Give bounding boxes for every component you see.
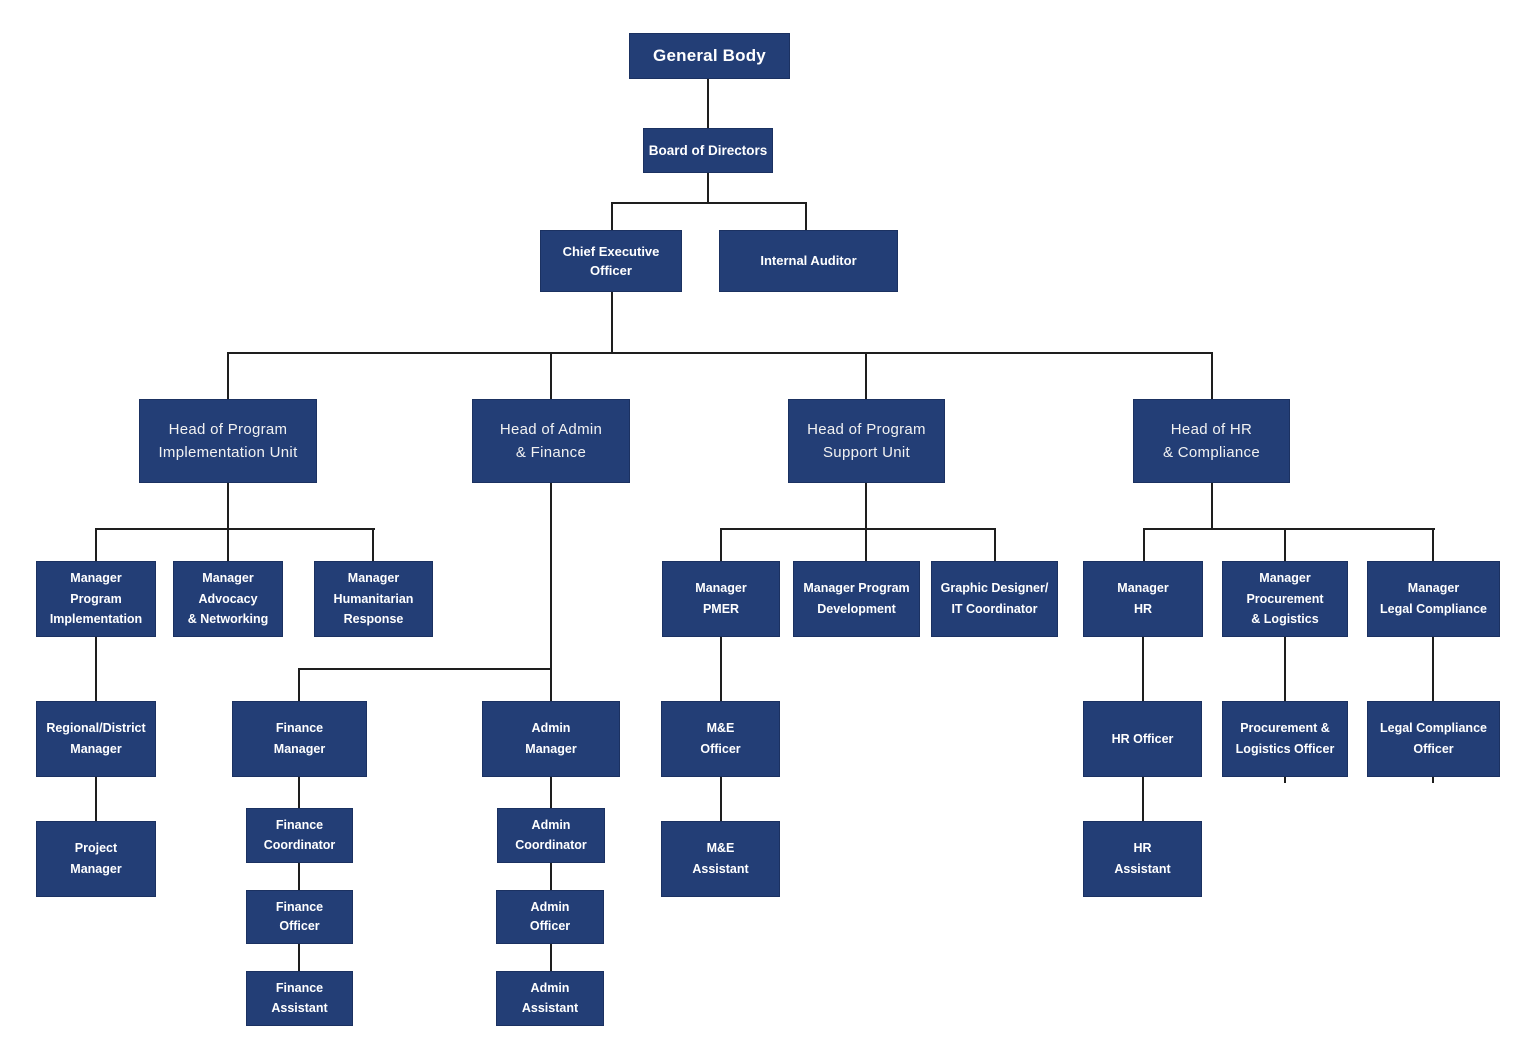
org-node-general-body: General Body xyxy=(629,33,790,79)
org-node-me-assistant: M&E Assistant xyxy=(661,821,780,897)
org-node-board-of-directors: Board of Directors xyxy=(643,128,773,173)
org-node-finance-manager: Finance Manager xyxy=(232,701,367,777)
connector-lc-officer-stub xyxy=(1432,777,1434,783)
connector-head1-stub xyxy=(227,483,229,529)
connector-ceo-stub xyxy=(611,292,613,353)
org-node-finance-assistant: Finance Assistant xyxy=(246,971,353,1026)
connector-mgrpi-to-regional xyxy=(95,637,97,701)
connector-pmer-to-me-officer xyxy=(720,637,722,701)
org-node-legal-compliance-officer: Legal Compliance Officer xyxy=(1367,701,1500,777)
org-node-head-admin-finance: Head of Admin & Finance xyxy=(472,399,630,483)
org-node-procurement-logistics-officer: Procurement & Logistics Officer xyxy=(1222,701,1348,777)
org-node-admin-assistant: Admin Assistant xyxy=(496,971,604,1026)
org-node-admin-manager: Admin Manager xyxy=(482,701,620,777)
org-node-graphic-designer-it-coordinator: Graphic Designer/ IT Coordinator xyxy=(931,561,1058,637)
connector-to-mgr-program-impl xyxy=(95,529,97,561)
connector-to-head-program-support xyxy=(865,353,867,399)
connector-head3-to-mgr-program-dev xyxy=(865,483,867,561)
connector-me-officer-to-assistant xyxy=(720,777,722,821)
connector-admofficer-to-assistant xyxy=(550,944,552,971)
org-node-manager-program-development: Manager Program Development xyxy=(793,561,920,637)
connector-to-mgr-advocacy xyxy=(227,529,229,561)
org-node-hr-assistant: HR Assistant xyxy=(1083,821,1202,897)
connector-head3-branch xyxy=(720,528,996,530)
org-node-manager-legal-compliance: Manager Legal Compliance xyxy=(1367,561,1500,637)
org-node-finance-coordinator: Finance Coordinator xyxy=(246,808,353,863)
org-node-head-program-implementation-unit: Head of Program Implementation Unit xyxy=(139,399,317,483)
connector-to-ceo xyxy=(611,203,613,231)
connector-board-stub xyxy=(707,173,709,203)
org-node-manager-humanitarian-response: Manager Humanitarian Response xyxy=(314,561,433,637)
connector-to-graphic-designer xyxy=(994,529,996,561)
connector-mgrhr-to-hr-officer xyxy=(1142,637,1144,701)
connector-to-mgr-procurement xyxy=(1284,529,1286,561)
org-node-manager-procurement-logistics: Manager Procurement & Logistics xyxy=(1222,561,1348,637)
org-node-admin-coordinator: Admin Coordinator xyxy=(497,808,605,863)
org-node-admin-officer: Admin Officer xyxy=(496,890,604,944)
connector-to-head-program-impl xyxy=(227,353,229,399)
connector-to-mgr-humanitarian xyxy=(372,529,374,561)
connector-head1-branch xyxy=(95,528,375,530)
connector-finmgr-to-coordinator xyxy=(298,777,300,808)
connector-procurement-to-officer xyxy=(1284,637,1286,701)
org-node-me-officer: M&E Officer xyxy=(661,701,780,777)
connector-board-branch xyxy=(611,202,807,204)
connector-to-finance-manager xyxy=(298,669,300,701)
connector-heads-branch xyxy=(227,352,1213,354)
org-node-chief-executive-officer: Chief Executive Officer xyxy=(540,230,682,292)
connector-admmgr-to-coordinator xyxy=(550,777,552,808)
org-node-manager-hr: Manager HR xyxy=(1083,561,1203,637)
connector-to-mgr-hr xyxy=(1143,529,1145,561)
org-node-head-program-support-unit: Head of Program Support Unit xyxy=(788,399,945,483)
org-node-internal-auditor: Internal Auditor xyxy=(719,230,898,292)
org-node-head-hr-compliance: Head of HR & Compliance xyxy=(1133,399,1290,483)
connector-regional-to-project xyxy=(95,777,97,821)
connector-head4-branch xyxy=(1143,528,1435,530)
connector-to-head-admin-finance xyxy=(550,353,552,399)
connector-generalbody-board xyxy=(707,79,709,128)
connector-to-mgr-legal xyxy=(1432,529,1434,561)
org-node-manager-pmer: Manager PMER xyxy=(662,561,780,637)
connector-head4-stub xyxy=(1211,483,1213,529)
connector-pl-officer-stub xyxy=(1284,777,1286,783)
org-node-manager-program-implementation: Manager Program Implementation xyxy=(36,561,156,637)
connector-legal-to-officer xyxy=(1432,637,1434,701)
org-node-regional-district-manager: Regional/District Manager xyxy=(36,701,156,777)
connector-head2-to-admin-manager xyxy=(550,483,552,701)
connector-admcoord-to-officer xyxy=(550,863,552,890)
connector-head2-branch xyxy=(298,668,552,670)
connector-to-head-hr-compliance xyxy=(1211,353,1213,399)
connector-to-internal-auditor xyxy=(805,203,807,231)
connector-to-mgr-pmer xyxy=(720,529,722,561)
org-node-hr-officer: HR Officer xyxy=(1083,701,1202,777)
org-node-manager-advocacy-networking: Manager Advocacy & Networking xyxy=(173,561,283,637)
org-node-project-manager: Project Manager xyxy=(36,821,156,897)
connector-finofficer-to-assistant xyxy=(298,944,300,971)
connector-fincoord-to-officer xyxy=(298,863,300,890)
connector-hr-officer-to-assistant xyxy=(1142,777,1144,821)
org-node-finance-officer: Finance Officer xyxy=(246,890,353,944)
